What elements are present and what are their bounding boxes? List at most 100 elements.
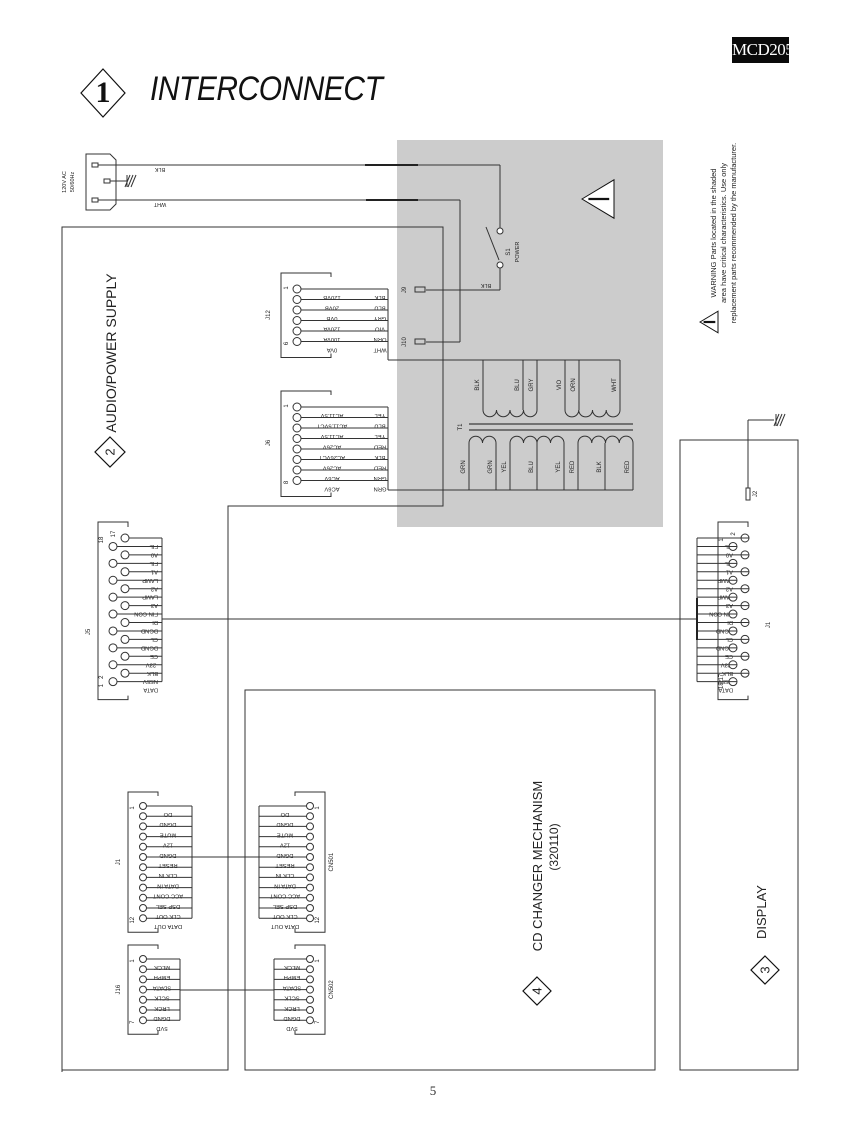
display-ground-icon [773, 413, 786, 427]
display-module-outline [679, 439, 799, 1071]
j12-pin [292, 305, 302, 315]
cn501-last-pin-number: 12 [315, 916, 321, 923]
j6-wire-label: YEL [374, 433, 386, 439]
j1-last-pin-number: 12 [130, 916, 136, 923]
cd-changer-module-name: CD CHANGER MECHANISM [530, 781, 545, 951]
j2-tab [745, 487, 751, 501]
j5-pin [108, 643, 118, 653]
j16-pin-label: SCLK [154, 995, 169, 1001]
j16-pin [139, 955, 147, 963]
display-j1-pin-number-d: 17 [719, 673, 725, 680]
cn501-first-pin-number: 1 [315, 806, 321, 810]
display-j1-pin-number-b: 2 [731, 532, 737, 536]
j5-pin [120, 668, 130, 678]
j5-pin [108, 541, 118, 551]
j6-pin [292, 444, 302, 454]
j6-last-pin-number: 8 [284, 480, 290, 484]
transformer-secondary-label: YEL [556, 461, 562, 473]
transformer-primary-label: GRY [529, 379, 535, 392]
j16-pin [139, 1016, 147, 1025]
transformer-primary-label: BLK [475, 379, 481, 390]
cn502-pin-label: EMPH [284, 974, 301, 980]
cn501-pin-label: CLK OUT [272, 913, 298, 919]
cn501-pin-label: DSP SEL [272, 903, 297, 909]
j16-ref: J16 [116, 984, 122, 994]
transformer-secondary-label: RED [625, 460, 631, 473]
j6-pin [292, 402, 302, 412]
j6-pin [292, 465, 302, 475]
j12-housing [280, 272, 332, 358]
j5-pin [120, 567, 130, 577]
j6-pin [292, 413, 302, 422]
model-badge: MCD205 [732, 37, 794, 63]
audio-power-module-number: 2 [103, 448, 118, 455]
j16-housing [127, 944, 159, 1035]
j12-pin-label: 120VB [323, 294, 341, 300]
j6-pin-label: AC11.5V [320, 433, 343, 439]
j5-pin [108, 575, 118, 585]
warning-text-line3: replacement parts recommended by the man… [729, 143, 738, 324]
cn502-pin-label: LRCK [284, 1005, 300, 1011]
ac-ground-icon [124, 174, 137, 188]
cn501-pin [306, 822, 314, 831]
j6-pin-label: AC6V [324, 486, 339, 492]
j5-pin [108, 592, 118, 602]
cn501-pin-label: 12V [280, 842, 290, 848]
transformer-primary-label: BLU [515, 379, 521, 391]
j5-pin-label: DATA [143, 687, 158, 693]
j1-pin [139, 914, 147, 923]
transformer-secondary-label: GRN [488, 460, 494, 473]
cn501-pin-label: DGND [276, 821, 293, 827]
j5-pin [120, 651, 130, 661]
j5-pin [108, 677, 118, 687]
j1-ref: J1 [116, 858, 122, 865]
page-number: 5 [429, 1083, 437, 1098]
j1-pin-label: 12V [163, 842, 173, 848]
j1-pin-label: DGND [159, 821, 176, 827]
j5-pin-number-d: 2 [99, 675, 105, 679]
warning-text-line2: area have critical characteristics. Use … [719, 163, 728, 303]
j6-pin-label: AC26V [323, 465, 342, 471]
cn502-pin-label: MLCK [284, 964, 300, 970]
j6-pin [292, 476, 302, 485]
j1-pin-label: CLK OUT [155, 913, 181, 919]
ac-input-freq-label: 50/60Hz [70, 172, 76, 193]
j1-pin-label: MUTE [160, 831, 177, 837]
ac-input-label: 120V AC [62, 171, 68, 193]
display-j1-pin-number-c: 18 [719, 682, 725, 689]
audio-power-module-name: AUDIO/POWER SUPPLY [103, 273, 119, 433]
cn501-pin-label: DO [280, 811, 289, 817]
display-j1-pin-number-a: 1 [719, 538, 725, 542]
cn501-pin-label: DGND [276, 852, 293, 858]
j5-pin [120, 618, 130, 627]
j1-first-pin-number: 1 [130, 806, 136, 810]
cn502-pin [306, 1006, 314, 1014]
j5-pin [120, 533, 130, 543]
warning-text-line1: WARNING Parts located in the shaded [709, 169, 718, 298]
j16-last-pin-number: 7 [130, 1020, 136, 1024]
j6-wire-label: GRN [374, 486, 387, 492]
j16-pin [139, 975, 147, 984]
j5-pin-number-c: 1 [99, 683, 105, 687]
page-title: INTERCONNECT [150, 70, 383, 108]
cn501-ref: CN501 [329, 852, 335, 871]
cn501-pin [306, 802, 314, 810]
j5-pin [120, 634, 130, 644]
j12-pin-label: 100VA [323, 336, 340, 342]
j5-pin [120, 601, 130, 611]
j1-pin-label: DATA OUT [153, 923, 182, 929]
j6-wire-label: YEL [374, 412, 386, 418]
j12-pin [292, 295, 302, 304]
j16-pin-label: EMPH [154, 974, 171, 980]
j2-label: J2 [753, 490, 759, 497]
j1-pin-label: DGND [159, 852, 176, 858]
j1-pin [139, 904, 147, 912]
j6-wire-label: RED [374, 444, 386, 450]
j16-pin-label: MLCK [154, 964, 170, 970]
j5-pin-number-a: 18 [99, 536, 105, 543]
transformer-secondary-label: RED [570, 460, 576, 473]
cd-changer-module-diamond-icon [522, 976, 552, 1006]
j5-housing [97, 521, 129, 701]
ac-inlet-connector [85, 153, 117, 211]
cd-changer-module-outline [244, 689, 656, 1071]
